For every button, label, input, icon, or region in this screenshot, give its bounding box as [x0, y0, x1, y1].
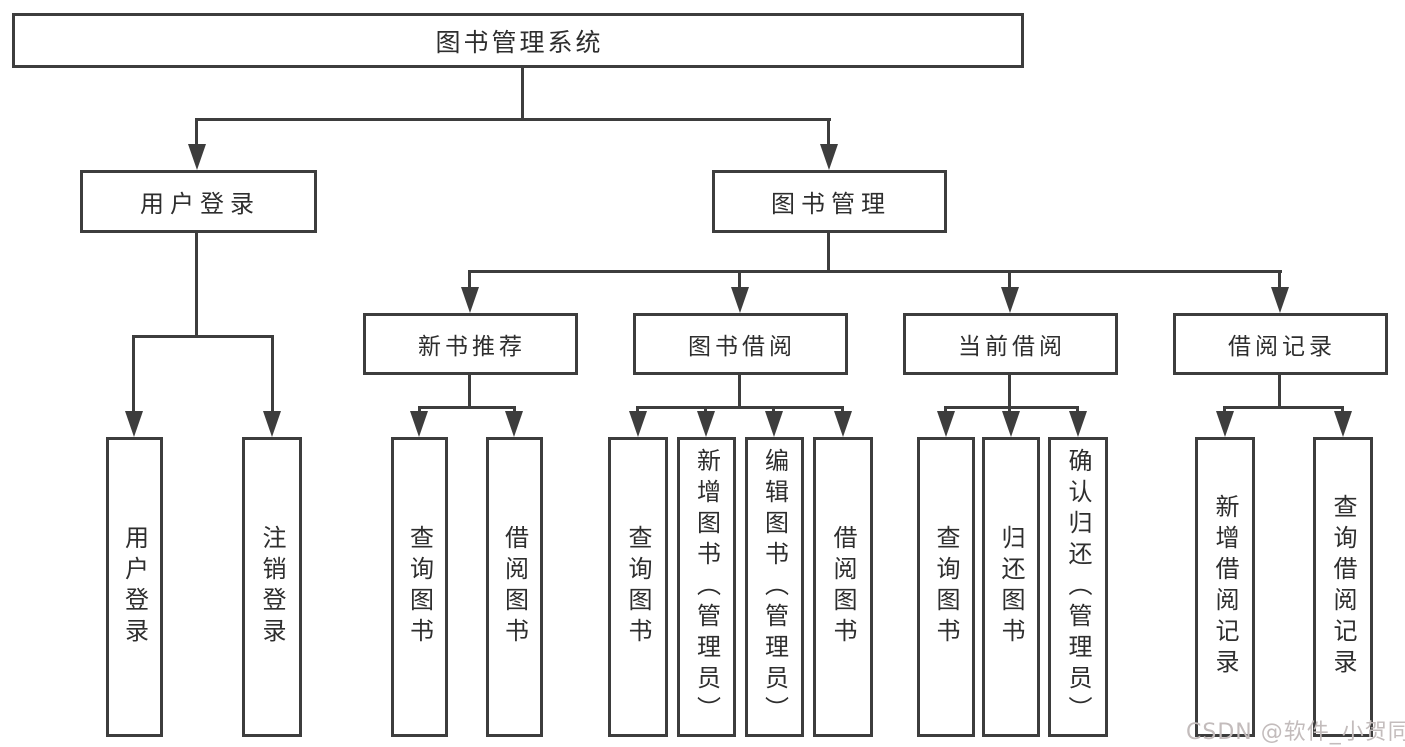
arrowhead-down [1001, 287, 1019, 313]
connector-line [1341, 406, 1344, 414]
node-label: 借阅图书 [500, 525, 529, 649]
arrowhead-down [410, 411, 428, 437]
node-book-borrowing: 图书借阅 [633, 313, 848, 375]
connector-line [418, 406, 516, 409]
node-return-books: 归还图书 [982, 437, 1040, 737]
connector-line [841, 406, 844, 414]
connector-line [944, 406, 947, 414]
connector-line [827, 118, 830, 146]
node-label: 查询图书 [405, 525, 434, 649]
arrowhead-down [937, 411, 955, 437]
node-add-borrow-record: 新增借阅记录 [1195, 437, 1255, 737]
node-label: 借阅图书 [829, 525, 857, 649]
node-borrowing-records: 借阅记录 [1173, 313, 1388, 375]
connector-line [636, 406, 844, 409]
node-query-borrow-record: 查询借阅记录 [1313, 437, 1373, 737]
node-new-book-recommendation: 新书推荐 [363, 313, 578, 375]
node-label: 借阅记录 [1228, 334, 1336, 360]
node-book-management: 图书管理 [712, 170, 947, 233]
connector-line [195, 118, 198, 146]
connector-line [195, 118, 831, 121]
connector-line [636, 406, 639, 414]
connector-line [468, 270, 1282, 273]
arrowhead-down [461, 287, 479, 313]
node-query-books: 查询图书 [608, 437, 668, 737]
connector-line [1008, 375, 1011, 406]
csdn-watermark: CSDN @软件_小贺同学 [1186, 720, 1405, 745]
node-label: 查询图书 [932, 525, 960, 649]
connector-line [1223, 406, 1344, 409]
arrowhead-down [1271, 287, 1289, 313]
arrowhead-down [820, 144, 838, 170]
arrowhead-down [697, 411, 715, 437]
node-confirm-return-admin: 确认归还（管理员） [1048, 437, 1108, 737]
node-label: 查询图书 [624, 525, 652, 649]
arrowhead-down [1216, 411, 1234, 437]
node-current-borrowing: 当前借阅 [903, 313, 1118, 375]
node-label: 注销登录 [258, 525, 286, 649]
node-label: 图书管理系统 [435, 27, 604, 57]
node-edit-books-admin: 编辑图书（管理员） [745, 437, 804, 737]
node-user-login-leaf: 用户登录 [106, 437, 163, 737]
node-library-management-system: 图书管理系统 [12, 13, 1024, 68]
arrowhead-down [263, 411, 281, 437]
node-query-books: 查询图书 [917, 437, 975, 737]
arrowhead-down [188, 144, 206, 170]
connector-line [738, 270, 741, 289]
connector-line [1008, 406, 1011, 414]
arrowhead-down [765, 411, 783, 437]
node-label: 新增图书（管理员） [692, 447, 721, 727]
connector-line [513, 406, 516, 414]
node-query-books: 查询图书 [391, 437, 448, 737]
connector-line [1008, 270, 1011, 289]
node-label: 用户登录 [140, 190, 260, 218]
connector-line [944, 406, 1079, 409]
connector-line [1076, 406, 1079, 414]
node-user-login: 用户登录 [80, 170, 317, 233]
node-label: 查询借阅记录 [1329, 494, 1357, 680]
connector-line [468, 270, 471, 289]
node-label: 归还图书 [997, 525, 1025, 649]
arrowhead-down [629, 411, 647, 437]
connector-line [738, 375, 741, 406]
arrowhead-down [1334, 411, 1352, 437]
connector-line [195, 233, 198, 335]
node-label: 新增借阅记录 [1211, 494, 1239, 680]
connector-line [1223, 406, 1226, 414]
connector-line [704, 406, 707, 414]
node-borrow-books: 借阅图书 [486, 437, 543, 737]
connector-line [827, 233, 830, 270]
node-logout: 注销登录 [242, 437, 302, 737]
node-label: 确认归还（管理员） [1064, 447, 1092, 727]
node-borrow-books: 借阅图书 [813, 437, 873, 737]
connector-line [132, 335, 135, 413]
connector-line [468, 375, 471, 406]
connector-line [772, 406, 775, 414]
node-label: 用户登录 [120, 525, 149, 649]
connector-line [1278, 375, 1281, 406]
arrowhead-down [731, 287, 749, 313]
connector-line [418, 406, 421, 414]
arrowhead-down [1002, 411, 1020, 437]
node-label: 当前借阅 [958, 334, 1066, 360]
arrowhead-down [1069, 411, 1087, 437]
connector-line [271, 335, 274, 413]
arrowhead-down [505, 411, 523, 437]
connector-line [132, 335, 274, 338]
node-label: 图书管理 [771, 190, 891, 218]
node-label: 图书借阅 [688, 334, 796, 360]
connector-line [521, 68, 524, 118]
node-label: 新书推荐 [418, 334, 526, 360]
arrowhead-down [125, 411, 143, 437]
node-label: 编辑图书（管理员） [760, 447, 789, 727]
arrowhead-down [834, 411, 852, 437]
node-add-books-admin: 新增图书（管理员） [677, 437, 736, 737]
connector-line [1278, 270, 1281, 289]
